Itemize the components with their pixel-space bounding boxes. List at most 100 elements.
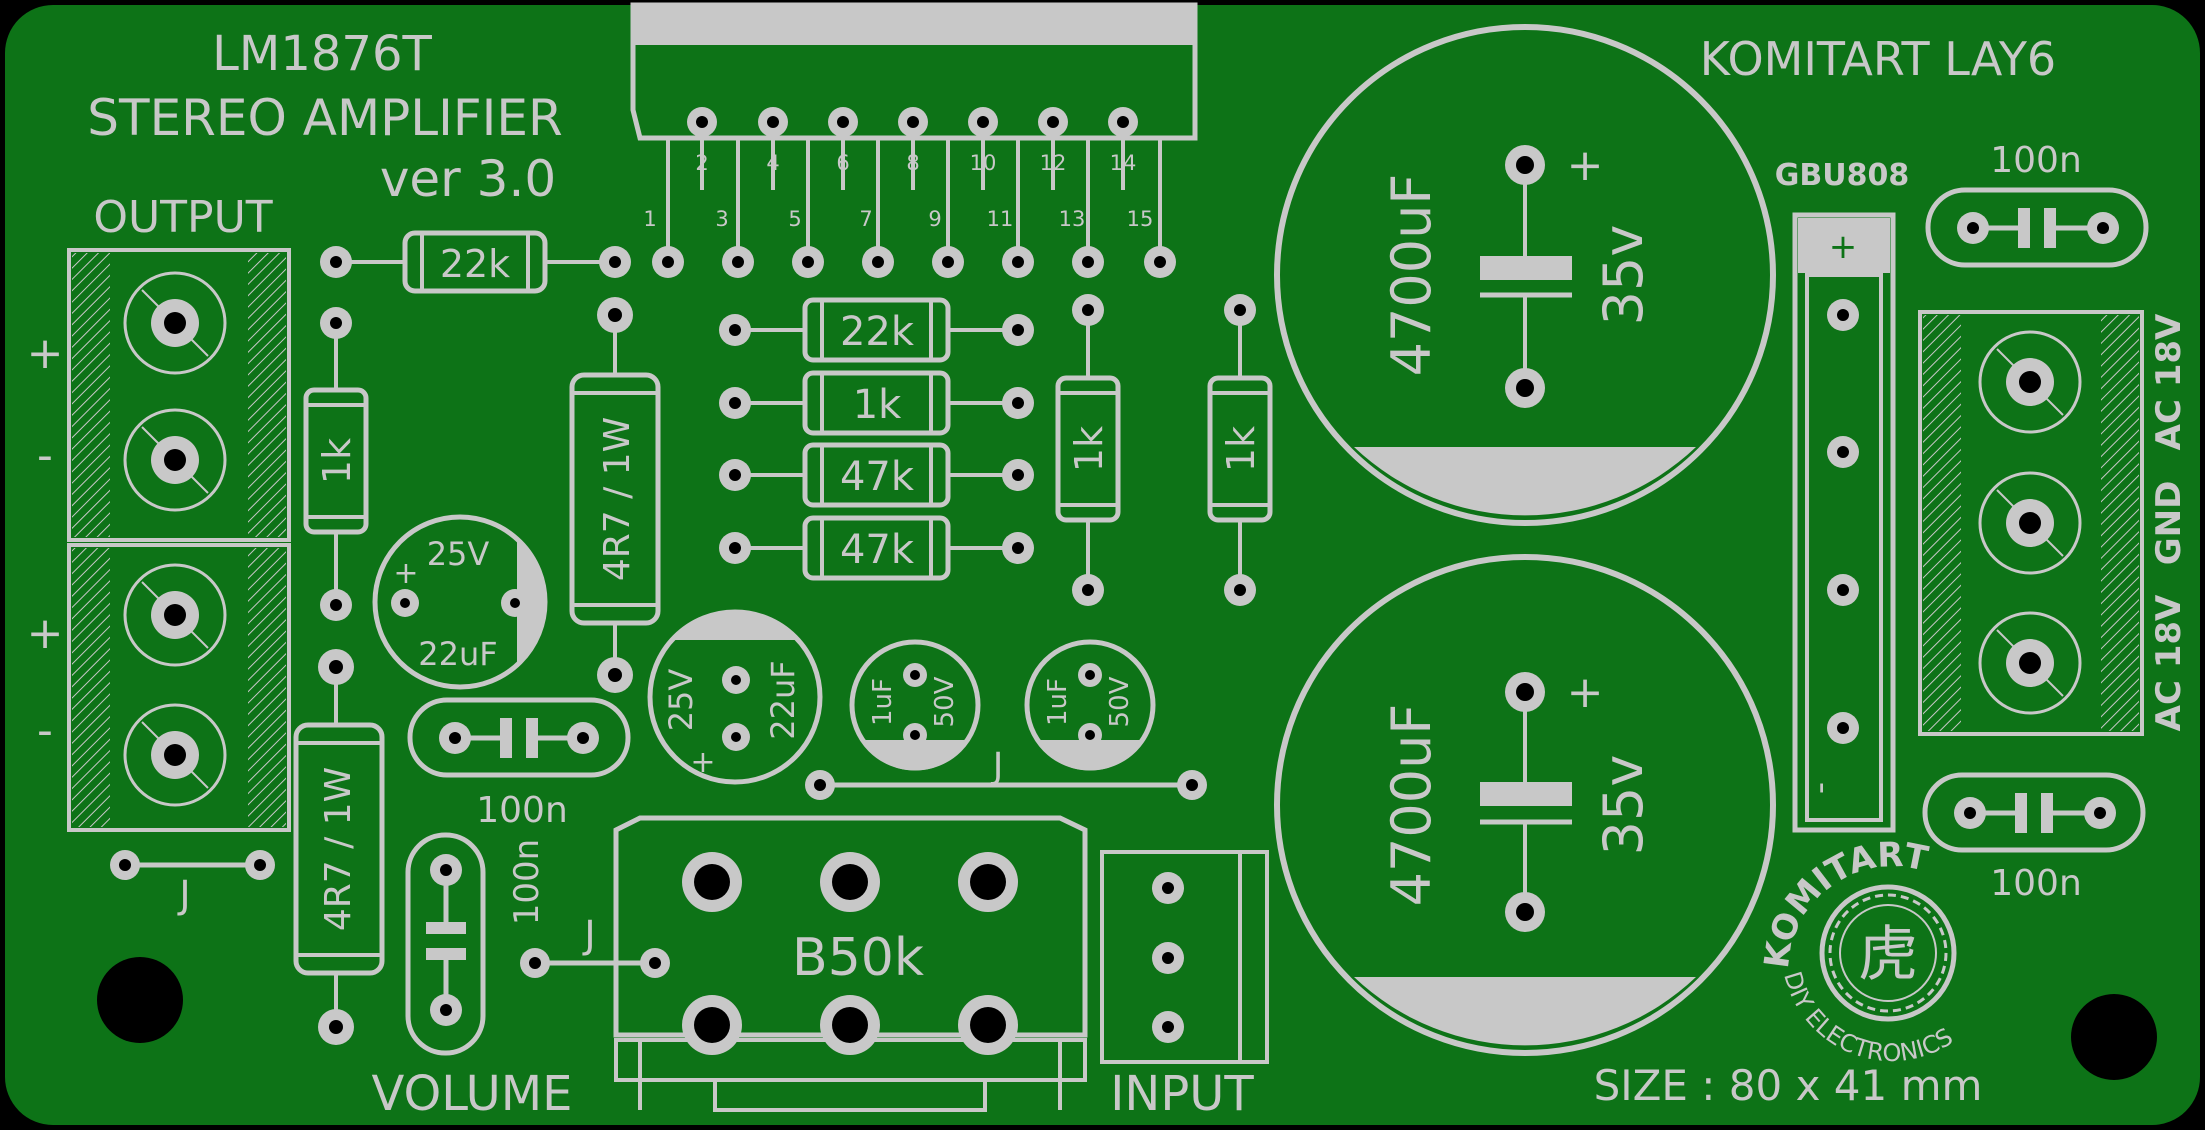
- bridge-plus: +: [1829, 227, 1858, 267]
- resistor-1k-right-a: [1055, 294, 1121, 606]
- capacitor-22uF-mid: [647, 609, 823, 785]
- ac-terminal-block: [1918, 310, 2144, 736]
- resistor-22k-feedback: [320, 230, 631, 294]
- bridge-rectifier-gbu808: [1792, 212, 1896, 833]
- title-chip: LM1876T: [212, 26, 432, 82]
- cap-big-value: 4700uF: [1380, 174, 1443, 377]
- film-cap-label: 100n: [1990, 863, 2082, 904]
- cap-big-voltage: 35v: [1592, 755, 1655, 856]
- mounting-hole-right: [2071, 994, 2157, 1080]
- input-label: INPUT: [1110, 1066, 1254, 1122]
- resistor-label: 1k: [315, 438, 359, 484]
- input-connector: [1100, 850, 1269, 1064]
- film-cap-100n-left: [407, 697, 631, 778]
- film-cap-label: 100n: [1990, 140, 2082, 181]
- bridge-label: GBU808: [1775, 158, 1909, 193]
- cap-voltage: 25V: [427, 535, 490, 573]
- logo-glyph: 虎: [1858, 920, 1918, 990]
- resistor-label: 47k: [840, 454, 915, 500]
- pin-label: 11: [987, 207, 1014, 231]
- resistor-47k-b: [719, 515, 1034, 581]
- output-terminal-block-b: [67, 543, 291, 832]
- cap-value: 1uF: [1043, 678, 1073, 726]
- resistor-1k-mid: [719, 370, 1034, 436]
- cap-plus: +: [690, 745, 715, 780]
- cap-voltage: 50V: [1105, 676, 1135, 727]
- pin-label: 5: [788, 207, 801, 231]
- pin-label: 14: [1110, 151, 1137, 175]
- resistor-22k: [719, 297, 1034, 363]
- brand-layout: KOMITART LAY6: [1700, 32, 2056, 86]
- cap-voltage: 25V: [662, 669, 700, 732]
- jumper-label: J: [582, 913, 595, 957]
- capacitor-4700uF-top: [1274, 24, 1776, 526]
- pin-label: 10: [970, 151, 997, 175]
- cap-big-value: 4700uF: [1380, 704, 1443, 907]
- pin-label: 4: [766, 151, 779, 175]
- resistor-label: 1k: [853, 382, 902, 428]
- title-product: STEREO AMPLIFIER: [87, 89, 562, 147]
- cap-big-plus: +: [1567, 667, 1604, 718]
- ac-label: GND: [2149, 481, 2189, 566]
- pin-label: 9: [928, 207, 941, 231]
- film-cap-100n-volume: [405, 832, 486, 1056]
- cap-value: 1uF: [868, 678, 898, 726]
- resistor-label: 1k: [1219, 426, 1263, 472]
- ac-label: AC 18V: [2149, 313, 2189, 450]
- resistor-label: 1k: [1067, 426, 1111, 472]
- jumper-label: J: [177, 873, 190, 917]
- cap-plus: +: [393, 556, 418, 591]
- plus-sign: +: [27, 608, 64, 659]
- pin-label: 1: [643, 207, 656, 231]
- pot-label: B50k: [792, 928, 924, 988]
- resistor-label: 22k: [440, 242, 510, 286]
- pin-label: 13: [1059, 207, 1086, 231]
- resistor-label: 47k: [840, 527, 915, 573]
- cap-big-voltage: 35v: [1592, 225, 1655, 326]
- film-cap-100n-top-right: [1925, 187, 2149, 268]
- resistor-label: 4R7 / 1W: [318, 767, 359, 931]
- film-cap-100n-bottom-right: [1922, 772, 2146, 853]
- output-label: OUTPUT: [93, 192, 272, 243]
- volume-label: VOLUME: [372, 1066, 573, 1122]
- pin-label: 3: [715, 207, 728, 231]
- resistor-label: 4R7 / 1W: [597, 417, 638, 581]
- plus-sign: +: [27, 328, 64, 379]
- cap-big-plus: +: [1567, 140, 1604, 191]
- cap-voltage: 50V: [930, 676, 960, 727]
- film-cap-label: 100n: [507, 839, 547, 925]
- resistor-4r7-top: [569, 297, 661, 693]
- mounting-hole-left: [97, 957, 183, 1043]
- capacitor-1uF-b: [1024, 639, 1156, 771]
- cap-value: 22uF: [764, 660, 802, 739]
- title-version: ver 3.0: [380, 150, 556, 208]
- potentiometer-b50k: [613, 815, 1088, 1112]
- bridge-minus: -: [1800, 782, 1840, 794]
- pin-label: 2: [695, 151, 708, 175]
- jumper-volume: [520, 948, 670, 978]
- ic-lm1876t: 2 4 6 8 10 12 14 1 3 5 7 9 11 13 15: [630, 2, 1198, 278]
- resistor-47k-a: [719, 442, 1034, 508]
- minus-sign: -: [37, 705, 53, 756]
- jumper-input: [805, 770, 1207, 800]
- minus-sign: -: [37, 430, 53, 481]
- capacitor-4700uF-bottom: [1274, 554, 1776, 1056]
- board-size: SIZE : 80 x 41 mm: [1594, 1061, 1983, 1110]
- resistor-4r7-bottom: [293, 649, 385, 1045]
- pin-label: 7: [859, 207, 872, 231]
- resistor-label: 22k: [840, 309, 915, 355]
- capacitor-1uF-a: [849, 639, 981, 771]
- resistor-1k-right-b: [1207, 294, 1273, 606]
- capacitor-22uF-left: [372, 514, 548, 690]
- film-cap-label: 100n: [476, 790, 568, 831]
- jumper-label: J: [991, 746, 1004, 787]
- cap-value: 22uF: [418, 635, 497, 673]
- ac-label: AC 18V: [2149, 594, 2189, 731]
- resistor-1k-left: [303, 307, 369, 621]
- pin-label: 6: [836, 151, 849, 175]
- pin-label: 8: [906, 151, 919, 175]
- output-terminal-block-a: [67, 248, 291, 542]
- jumper-output: [110, 850, 275, 880]
- pin-label: 12: [1040, 151, 1067, 175]
